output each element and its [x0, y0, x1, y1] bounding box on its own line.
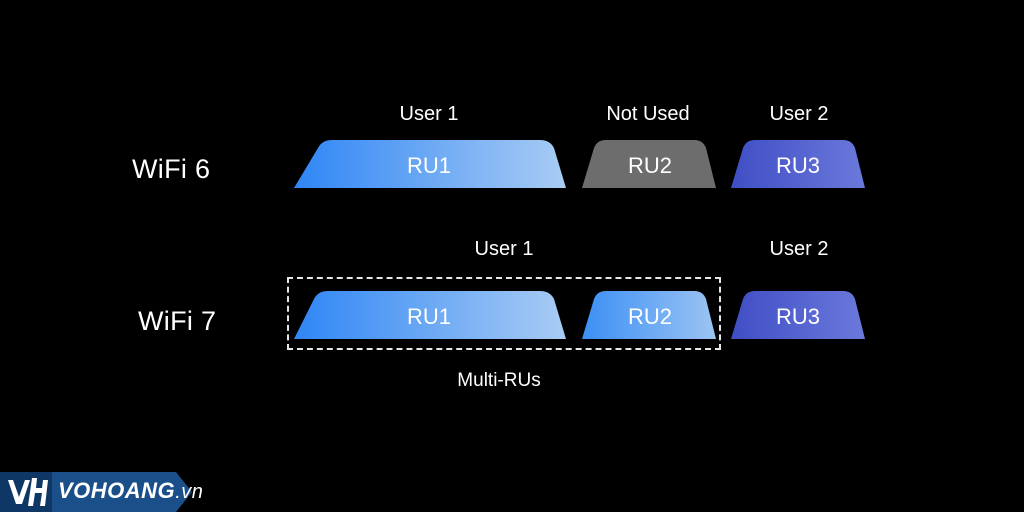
wifi7-ru3-shape	[731, 291, 865, 339]
wifi6-user-1-label: User 1	[399, 103, 459, 125]
row-label-wifi6: WiFi 6	[132, 154, 211, 184]
brand-wordmark: VOHOANG.vn	[58, 478, 203, 504]
wifi7-user-1-label: User 1	[474, 238, 534, 260]
wifi6-ru2-shape	[582, 140, 716, 188]
wifi6-not-used-label: Not Used	[606, 103, 690, 125]
multi-ru-label: Multi-RUs	[457, 370, 541, 391]
wifi7-ru1-shape	[294, 291, 566, 339]
wifi6-ru1-label: RU1	[406, 153, 452, 178]
wifi7-user-2-label: User 2	[769, 238, 829, 260]
wifi6-ru3-label: RU3	[775, 153, 821, 178]
wifi6-ru3-shape	[731, 140, 865, 188]
row-label-wifi7: WiFi 7	[138, 306, 217, 336]
brand-domain: .vn	[175, 481, 204, 503]
wifi7-ru3-label: RU3	[775, 304, 821, 329]
brand-name: VOHOANG	[58, 478, 176, 503]
multi-ru-group-box	[287, 277, 721, 350]
wifi6-ru2-label: RU2	[627, 153, 673, 178]
wifi7-ru2-label: RU2	[627, 304, 673, 329]
wifi6-ru1-shape	[294, 140, 566, 188]
wifi6-user-2-label: User 2	[769, 103, 829, 125]
wifi7-ru1-label: RU1	[406, 304, 452, 329]
wifi7-ru2-shape	[582, 291, 716, 339]
vh-logo-icon	[8, 478, 48, 506]
